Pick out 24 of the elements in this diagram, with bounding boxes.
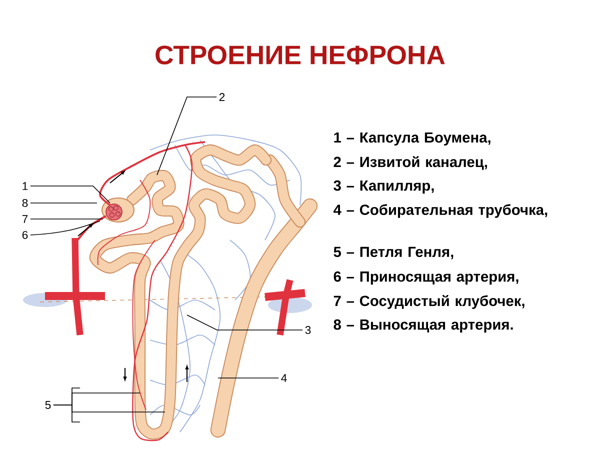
leader-line <box>53 404 166 412</box>
callout-number: 4 <box>281 374 287 382</box>
legend-text: 3 – Капилляр, <box>334 180 434 194</box>
leader-line <box>30 202 98 204</box>
leader-line <box>30 218 104 220</box>
legend-text: 7 – Сосудистый клубочек, <box>334 295 524 309</box>
leader-line <box>30 220 100 236</box>
leader-line <box>156 96 217 176</box>
legend-text: 5 – Петля Генля, <box>334 246 454 260</box>
leader-line <box>30 186 110 204</box>
title: СТРОЕНИЕ НЕФРОНА <box>156 46 445 64</box>
legend-text: 2 – Извитой каналец, <box>334 156 487 170</box>
callout-number: 1 <box>22 182 28 190</box>
callout-number: 3 <box>305 326 311 334</box>
leader-line <box>186 314 303 330</box>
callout-number: 2 <box>219 93 225 101</box>
legend-text: 1 – Капсула Боумена, <box>334 132 490 146</box>
callout-number: 7 <box>22 215 28 223</box>
legend-text: 6 – Приносящая артерия, <box>334 271 518 285</box>
callout-number: 8 <box>22 199 28 207</box>
legend-text: 8 – Выносящая артерия. <box>334 319 513 333</box>
callout-number: 5 <box>45 401 51 409</box>
legend-text: 4 – Собирательная трубочка, <box>334 204 548 218</box>
callout-number: 6 <box>22 231 28 239</box>
